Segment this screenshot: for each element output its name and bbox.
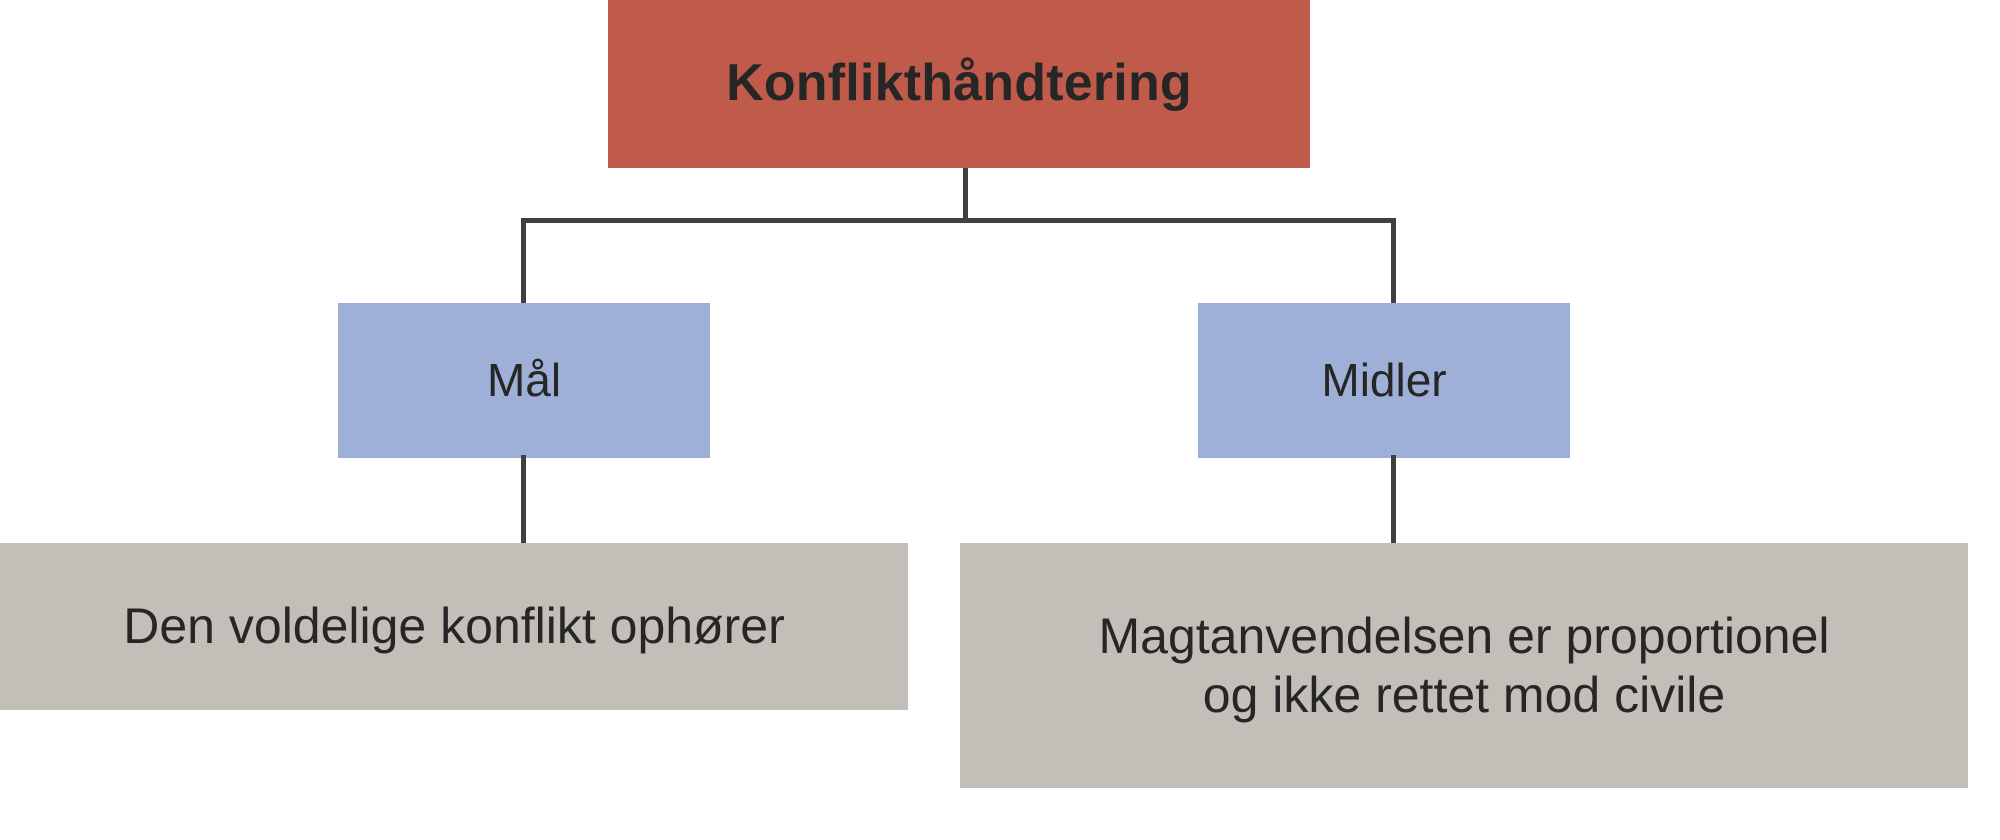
node-branch-maal[interactable]: Mål — [338, 303, 710, 458]
node-leaf-maal-label: Den voldelige konflikt ophører — [123, 598, 785, 654]
node-branch-midler-label: Midler — [1321, 354, 1447, 407]
connector-root-stub — [963, 168, 968, 223]
connector-horizontal-bus — [521, 218, 1395, 223]
node-branch-midler[interactable]: Midler — [1198, 303, 1570, 458]
node-leaf-midler-label: Magtanvendelsen er proportionel og ikke … — [1098, 607, 1830, 723]
connector-bus-to-maal — [521, 218, 526, 306]
node-root-label: Konflikthåndtering — [726, 54, 1192, 113]
connector-midler-to-leaf — [1391, 455, 1396, 547]
node-branch-maal-label: Mål — [486, 354, 562, 407]
node-root-konflikthaandtering[interactable]: Konflikthåndtering — [608, 0, 1310, 168]
connector-maal-to-leaf — [521, 455, 526, 547]
node-leaf-maal-detail[interactable]: Den voldelige konflikt ophører — [0, 543, 908, 710]
connector-bus-to-midler — [1391, 218, 1396, 306]
node-leaf-midler-detail[interactable]: Magtanvendelsen er proportionel og ikke … — [960, 543, 1968, 788]
